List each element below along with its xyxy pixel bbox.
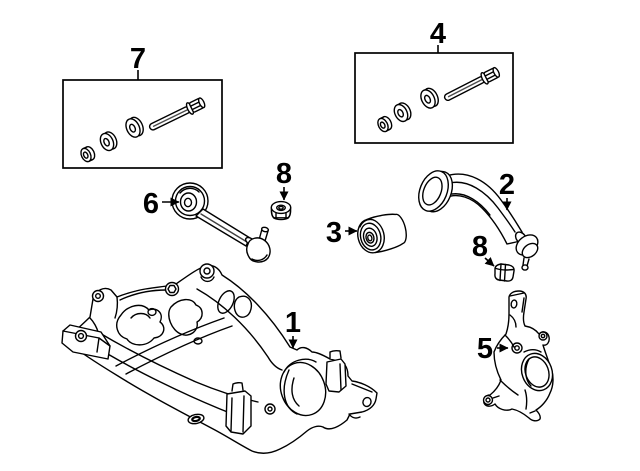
callout-5: 5	[477, 333, 509, 365]
washer-icon	[393, 102, 412, 123]
bolt-kit-box-4	[354, 52, 514, 144]
callout-7: 7	[130, 43, 146, 80]
callout-3-label: 3	[326, 217, 342, 249]
callout-7-label: 7	[130, 43, 146, 75]
steering-knuckle-drawing	[482, 290, 554, 422]
callout-2-label: 2	[499, 169, 515, 201]
hex-bolt-boss	[164, 281, 180, 297]
bushing-drawing	[357, 213, 407, 254]
arm-bushing-eye	[418, 170, 454, 213]
lock-nut-lower-drawing	[494, 263, 515, 282]
bottom-mount-block	[225, 382, 252, 435]
callout-4-label: 4	[430, 18, 446, 50]
callout-8-lower-label: 8	[472, 231, 488, 263]
ear-hole	[538, 331, 548, 341]
callout-6: 6	[143, 188, 180, 220]
right-wing-bracket	[348, 383, 373, 419]
foot-eye	[482, 394, 494, 406]
bolt-icon	[148, 97, 206, 131]
callout-1-label: 1	[285, 307, 301, 339]
pinch-bolt	[511, 342, 523, 354]
washer-icon	[99, 131, 118, 152]
spring-pocket	[279, 358, 327, 417]
control-arm-drawing	[418, 170, 539, 271]
callout-8-lower-arrow	[484, 256, 495, 267]
callout-3: 3	[326, 217, 358, 249]
mount-boss	[91, 289, 105, 303]
bolt-kit-box-7	[62, 79, 223, 169]
nut-icon	[80, 145, 96, 163]
callout-8-upper: 8	[276, 158, 292, 201]
ball-joint-socket	[245, 237, 271, 263]
callout-2: 2	[499, 169, 515, 211]
crossmember-drawing	[61, 263, 378, 454]
callout-5-label: 5	[477, 333, 493, 365]
callout-8-upper-label: 8	[276, 158, 292, 190]
right-mount-block	[325, 350, 347, 393]
lower-boss	[264, 403, 276, 415]
washer-icon	[125, 116, 144, 138]
callout-6-label: 6	[143, 188, 159, 220]
mount-boss	[199, 263, 215, 279]
left-mount-bracket	[61, 324, 111, 360]
lock-nut-upper-drawing	[270, 200, 292, 221]
callout-4: 4	[430, 18, 446, 53]
nut-icon	[377, 115, 393, 133]
strut-rod-drawing	[171, 182, 271, 263]
callout-1: 1	[285, 307, 301, 349]
washer-icon	[420, 87, 439, 109]
callout-8-lower: 8	[472, 231, 495, 267]
bolt-icon	[443, 66, 501, 102]
